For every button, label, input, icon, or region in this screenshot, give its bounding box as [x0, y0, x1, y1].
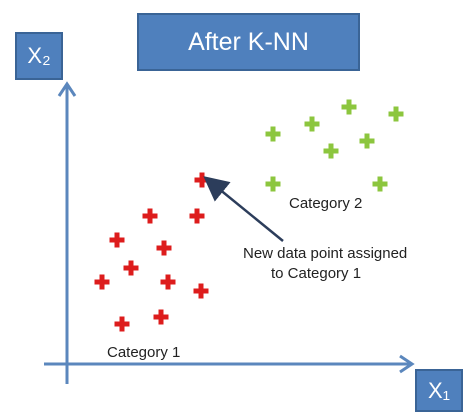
y-axis-label-box: X₂ [15, 32, 63, 80]
plus-icon [113, 315, 131, 333]
category-1-label: Category 1 [107, 344, 180, 361]
annotation-arrow [203, 176, 284, 242]
axes [44, 81, 415, 384]
plus-icon [303, 115, 321, 133]
plus-icon [188, 207, 206, 225]
plus-icon [264, 175, 282, 193]
plus-icon [192, 282, 210, 300]
x-axis-label-box: X₁ [415, 369, 463, 412]
plus-icon [141, 207, 159, 225]
plus-icon [152, 308, 170, 326]
x-axis-label: X₁ [427, 377, 451, 403]
plus-icon [371, 175, 389, 193]
plus-icon [387, 105, 405, 123]
plus-icon [93, 273, 111, 291]
plus-icon [108, 231, 126, 249]
category-2-points [264, 98, 405, 193]
y-axis-arrowhead [57, 81, 77, 97]
annotation-line-1: New data point assigned [243, 245, 407, 262]
category-1-points [93, 171, 211, 333]
title-box: After K-NN [137, 13, 360, 71]
title-text: After K-NN [188, 27, 309, 56]
plus-icon [322, 142, 340, 160]
y-axis-label: X₂ [27, 43, 51, 68]
plus-icon [264, 125, 282, 143]
plus-icon [358, 132, 376, 150]
plus-icon [193, 171, 211, 189]
plus-icon [122, 259, 140, 277]
x-axis-arrowhead [399, 354, 415, 374]
plus-icon [340, 98, 358, 116]
annotation-line-2: to Category 1 [271, 265, 361, 282]
category-2-label: Category 2 [289, 195, 362, 212]
plus-icon [155, 239, 173, 257]
plus-icon [159, 273, 177, 291]
